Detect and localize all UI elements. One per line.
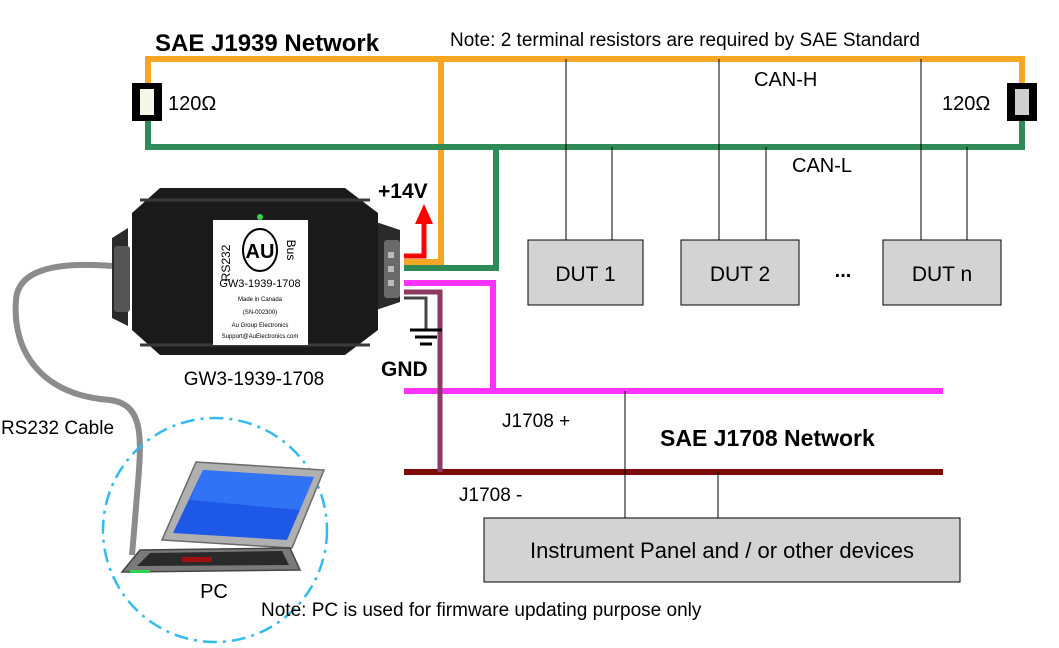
j1939-network-title: SAE J1939 Network xyxy=(155,30,380,57)
gateway-made-in: Made in Canada xyxy=(238,297,283,303)
ground-label: GND xyxy=(381,358,428,381)
laptop-icon xyxy=(120,461,326,573)
dut-drop-lines xyxy=(565,59,968,240)
dut-2-box: DUT 2 xyxy=(680,239,800,306)
dut-2-label: DUT 2 xyxy=(710,263,770,286)
resistor-right xyxy=(1007,83,1037,121)
instrument-panel-label: Instrument Panel and / or other devices xyxy=(530,538,914,563)
can-l-bus xyxy=(145,118,1025,271)
dut-1-box: DUT 1 xyxy=(527,239,644,306)
device-ellipsis: ... xyxy=(835,260,852,282)
gateway-email: Support@AuElectronics.com xyxy=(222,334,299,340)
dut-n-label: DUT n xyxy=(912,263,972,286)
j1708-minus-bus xyxy=(404,289,943,475)
j1708-plus-label: J1708 + xyxy=(502,411,570,432)
j1708-minus-label: J1708 - xyxy=(459,485,522,506)
can-h-label: CAN-H xyxy=(754,69,817,91)
resistor-note: Note: 2 terminal resistors are required … xyxy=(450,30,920,51)
resistor-left-label: 120Ω xyxy=(168,93,216,115)
power-label: +14V xyxy=(378,180,428,203)
j1708-plus-bus xyxy=(404,280,943,394)
rs232-cable xyxy=(12,261,143,556)
resistor-right-label: 120Ω xyxy=(942,93,990,115)
instrument-panel-drops xyxy=(624,391,719,518)
power-arrow xyxy=(404,204,433,259)
resistor-left xyxy=(132,83,162,121)
ground-icon xyxy=(404,296,442,346)
pc-circle xyxy=(101,416,329,644)
pc-note: Note: PC is used for firmware updating p… xyxy=(261,600,702,621)
rs232-cable-label: RS232 Cable xyxy=(1,418,114,439)
svg-text:AU: AU xyxy=(246,241,275,263)
gateway-model-text: GW3-1939-1708 xyxy=(219,278,300,290)
can-h-bus xyxy=(145,56,1025,265)
gateway-rs232-label: RS232 xyxy=(219,244,233,281)
gateway-device xyxy=(112,188,400,355)
can-l-label: CAN-L xyxy=(792,155,852,177)
dut-1-label: DUT 1 xyxy=(555,263,615,286)
j1708-network-title: SAE J1708 Network xyxy=(660,425,875,451)
gateway-bus-label: Bus xyxy=(284,240,298,261)
dut-n-box: DUT n xyxy=(882,239,1002,306)
gateway-caption: GW3-1939-1708 xyxy=(184,369,324,390)
gateway-serial: (SN-002300) xyxy=(243,310,277,316)
pc-label: PC xyxy=(200,581,228,603)
au-logo: AU xyxy=(242,228,278,272)
gateway-company: Au Group Electronics xyxy=(232,323,289,329)
instrument-panel-box: Instrument Panel and / or other devices xyxy=(483,517,961,583)
